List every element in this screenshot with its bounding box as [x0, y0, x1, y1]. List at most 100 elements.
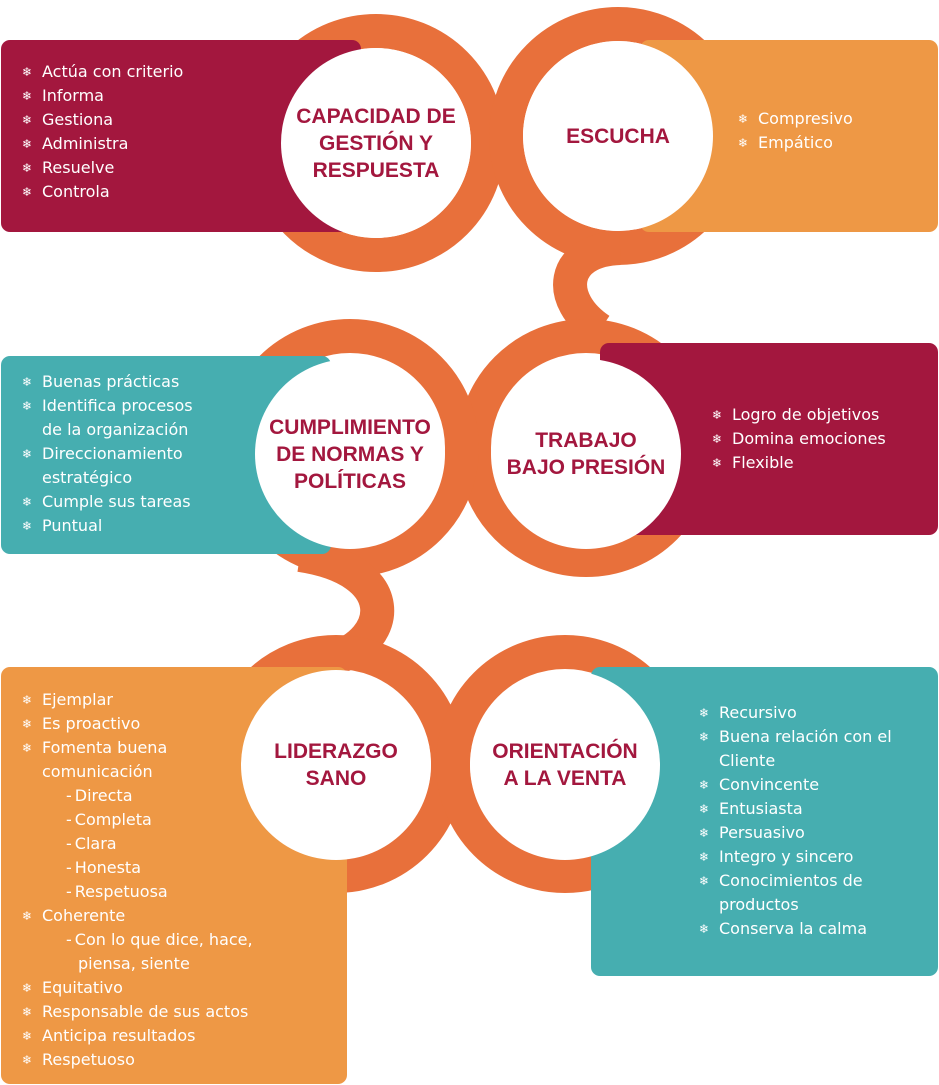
list-item-text: Directa: [74, 786, 133, 805]
dash-marker: -: [66, 858, 72, 877]
list-item: Cliente: [699, 749, 929, 773]
snowflake-icon: ❄: [712, 432, 723, 446]
list-item: ❄ Controla: [22, 180, 272, 204]
items-trabajo: ❄ Logro de objetivos ❄ Domina emociones ❄Fle…: [712, 403, 932, 475]
snowflake-icon: ❄: [22, 1053, 33, 1067]
title-line: POLÍTICAS: [293, 469, 406, 493]
list-item-text: Responsable de sus actos: [42, 1002, 249, 1021]
list-item: ❄Conserva la calma: [699, 917, 929, 941]
list-item-text: Compresivo: [758, 109, 853, 128]
list-item-text: Puntual: [42, 516, 103, 535]
list-item: de la organización: [22, 418, 242, 442]
list-item: ❄Buena relación con el: [699, 725, 929, 749]
panel-orientacion: [591, 667, 938, 976]
snowflake-icon: ❄: [22, 909, 33, 923]
list-item-text: Fomenta buena: [42, 738, 168, 757]
list-item-text: Controla: [42, 182, 110, 201]
list-item: ❄Integro y sincero: [699, 845, 929, 869]
list-item: ❄ Gestiona: [22, 108, 272, 132]
node-title-cumplimiento: CUMPLIMIENTO DE NORMAS Y POLÍTICAS: [269, 414, 431, 495]
title-line: DE NORMAS Y: [276, 442, 424, 466]
dash-marker: -: [66, 786, 72, 805]
list-item: ❄ Empático: [738, 131, 928, 155]
list-item: ❄Flexible: [712, 451, 932, 475]
list-item: -Respetuosa: [22, 880, 342, 904]
list-item: ❄ Identifica procesos: [22, 394, 242, 418]
list-item-text: Empático: [758, 133, 833, 152]
node-title-escucha: ESCUCHA: [566, 123, 670, 150]
list-item: ❄Administra: [22, 132, 272, 156]
list-item: ❄Convincente: [699, 773, 929, 797]
dash-marker: -: [66, 810, 72, 829]
list-item-text: piensa, siente: [78, 954, 190, 973]
list-item: ❄Ejemplar: [22, 688, 342, 712]
list-item: -Directa: [22, 784, 342, 808]
snowflake-icon: ❄: [738, 136, 749, 150]
list-item: ❄Cumple sus tareas: [22, 490, 242, 514]
dash-marker: -: [66, 882, 72, 901]
list-item: ❄Buenas prácticas: [22, 370, 242, 394]
snowflake-icon: ❄: [22, 741, 33, 755]
list-item: -Con lo que dice, hace,: [22, 928, 342, 952]
list-item-text: Logro de objetivos: [732, 405, 880, 424]
list-item-text: productos: [719, 895, 799, 914]
snowflake-icon: ❄: [22, 89, 33, 103]
list-item-text: Entusiasta: [719, 799, 803, 818]
list-item-text: Domina emociones: [732, 429, 886, 448]
list-item-text: Cliente: [719, 751, 776, 770]
snowflake-icon: ❄: [22, 447, 33, 461]
snowflake-icon: ❄: [712, 456, 723, 470]
snowflake-icon: ❄: [22, 375, 33, 389]
list-item-text: Identifica procesos: [42, 396, 193, 415]
dash-marker: -: [66, 930, 72, 949]
list-item-text: Persuasivo: [719, 823, 805, 842]
list-item-text: Clara: [74, 834, 117, 853]
snowflake-icon: ❄: [22, 161, 33, 175]
items-escucha: ❄ Compresivo ❄ Empático: [738, 107, 928, 155]
list-item: ❄Responsable de sus actos: [22, 1000, 342, 1024]
snowflake-icon: ❄: [22, 981, 33, 995]
list-item: productos: [699, 893, 929, 917]
list-item-text: Anticipa resultados: [42, 1026, 196, 1045]
list-item: ❄Es proactivo: [22, 712, 342, 736]
list-item: piensa, siente: [22, 952, 342, 976]
list-item: ❄Puntual: [22, 514, 242, 538]
snowflake-icon: ❄: [699, 850, 710, 864]
list-item-text: Ejemplar: [42, 690, 113, 709]
list-item-text: Conocimientos de: [719, 871, 863, 890]
list-item-text: Resuelve: [42, 158, 115, 177]
list-item: -Honesta: [22, 856, 342, 880]
list-item-text: Gestiona: [42, 110, 114, 129]
list-item: estratégico: [22, 466, 242, 490]
snowflake-icon: ❄: [22, 185, 33, 199]
list-item-text: Equitativo: [42, 978, 123, 997]
title-line: LIDERAZGO: [274, 740, 398, 763]
list-item-text: Completa: [74, 810, 152, 829]
snowflake-icon: ❄: [699, 922, 710, 936]
snowflake-icon: ❄: [22, 399, 33, 413]
snowflake-icon: ❄: [22, 113, 33, 127]
list-item: ❄ Domina emociones: [712, 427, 932, 451]
title-line: A LA VENTA: [503, 767, 627, 790]
list-item: ❄Entusiasta: [699, 797, 929, 821]
list-item-text: Honesta: [74, 858, 141, 877]
title-line: RESPUESTA: [312, 158, 440, 182]
circle-escucha: ESCUCHA: [523, 41, 713, 231]
snowflake-icon: ❄: [22, 1029, 33, 1043]
list-item: ❄Persuasivo: [699, 821, 929, 845]
link-escucha-trabajo: [553, 231, 622, 345]
list-item: ❄Actúa con criterio: [22, 60, 272, 84]
title-line: ORIENTACIÓN: [492, 740, 638, 763]
list-item: ❄Respetuoso: [22, 1048, 342, 1072]
dash-marker: -: [66, 834, 72, 853]
title-line: TRABAJO: [535, 429, 637, 452]
list-item: ❄ Anticipa resultados: [22, 1024, 342, 1048]
title-line: CUMPLIMIENTO: [269, 415, 431, 439]
title-line: CAPACIDAD DE: [296, 104, 456, 128]
